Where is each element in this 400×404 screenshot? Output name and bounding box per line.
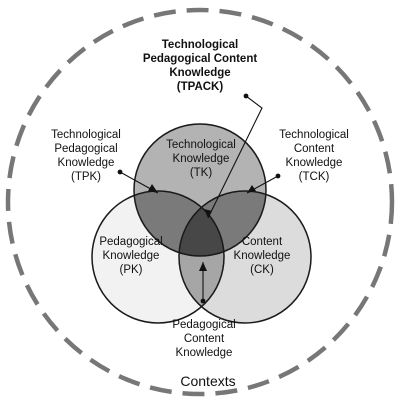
tk-label-line1: Technological bbox=[166, 139, 236, 151]
pck-pointer-dot bbox=[200, 298, 206, 304]
tpack-pointer-dot bbox=[243, 93, 249, 99]
tk-label-line3: (TK) bbox=[190, 167, 213, 179]
tk-label: Technological Knowledge (TK) bbox=[166, 139, 236, 179]
contexts-border bbox=[5, 7, 395, 397]
tpack-label-line3: Knowledge bbox=[169, 67, 230, 79]
tck-label-line2: Content bbox=[294, 143, 335, 155]
ck-label: Content Knowledge (CK) bbox=[234, 236, 291, 276]
tck-label-line4: (TCK) bbox=[299, 171, 330, 183]
ck-outline bbox=[178, 190, 312, 324]
pk-outline bbox=[91, 190, 225, 324]
pk-label-line3: (PK) bbox=[120, 264, 143, 276]
tck-pointer-dot bbox=[275, 173, 281, 179]
ck-label-line2: Knowledge bbox=[234, 250, 291, 262]
tpack-label-line2: Pedagogical Content bbox=[143, 53, 258, 65]
tck-arrowhead bbox=[247, 185, 256, 193]
tk-outline bbox=[133, 123, 267, 257]
tpk-label-line1: Technological bbox=[51, 129, 121, 141]
pck-label-line2: Content bbox=[184, 333, 225, 345]
tpk-label-line2: Pedagogical bbox=[54, 143, 117, 155]
contexts-label: Contexts bbox=[180, 373, 235, 389]
pk-label-line2: Knowledge bbox=[103, 250, 160, 262]
ck-label-line1: Content bbox=[242, 236, 283, 248]
tpack-label-line1: Technological bbox=[162, 39, 238, 51]
tk-label-line2: Knowledge bbox=[173, 153, 230, 165]
tpack-overlap bbox=[179, 191, 224, 256]
tck-label-line1: Technological bbox=[279, 129, 349, 141]
tpack-arrowhead bbox=[204, 209, 212, 218]
pk-label-line1: Pedagogical bbox=[99, 236, 162, 248]
ck-label-line3: (CK) bbox=[250, 264, 274, 276]
tpk-label-line4: (TPK) bbox=[71, 171, 101, 183]
pk-label: Pedagogical Knowledge (PK) bbox=[99, 236, 162, 276]
tpk-label: Technological Pedagogical Knowledge (TPK… bbox=[51, 129, 121, 183]
pck-label-line1: Pedagogical bbox=[172, 319, 235, 331]
tpk-pointer-dot bbox=[117, 169, 123, 175]
tpk-arrowhead bbox=[148, 184, 158, 193]
pck-label: Pedagogical Content Knowledge bbox=[172, 319, 235, 359]
tpack-pointer-line bbox=[207, 95, 263, 219]
tck-label: Technological Content Knowledge (TCK) bbox=[279, 129, 349, 183]
tpk-label-line3: Knowledge bbox=[58, 157, 115, 169]
tpack-label: Technological Pedagogical Content Knowle… bbox=[143, 39, 258, 93]
tck-label-line3: Knowledge bbox=[286, 157, 343, 169]
pck-arrowhead bbox=[199, 262, 207, 271]
tpack-label-line4: (TPACK) bbox=[177, 81, 224, 93]
pck-label-line3: Knowledge bbox=[176, 347, 233, 359]
